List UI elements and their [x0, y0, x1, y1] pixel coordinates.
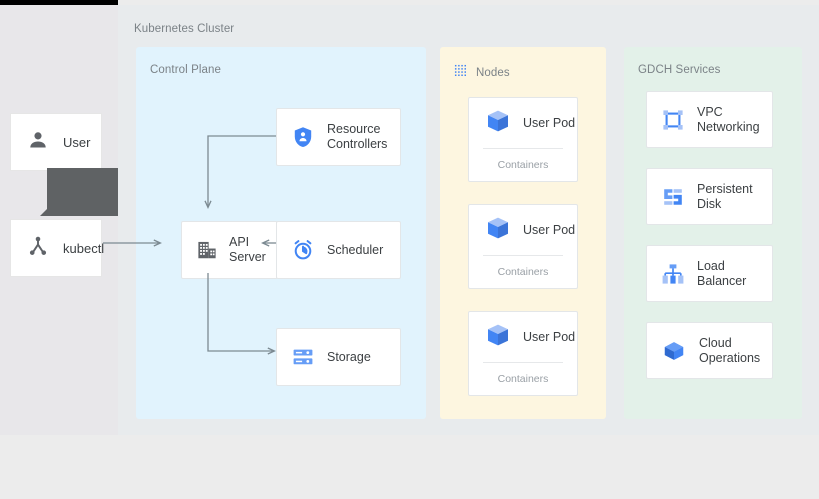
cube-icon	[485, 215, 511, 246]
building-icon	[196, 239, 218, 261]
pod-header: User Pod	[469, 312, 577, 362]
group-control-plane-label-row: Control Plane	[150, 64, 221, 76]
group-gdch-services-label: GDCH Services	[638, 64, 721, 76]
group-nodes-label: Nodes	[476, 67, 510, 79]
pod-label: User Pod	[523, 330, 576, 344]
pod-label: User Pod	[523, 223, 576, 237]
load-balancer-icon	[661, 262, 685, 286]
node-storage[interactable]: Storage	[276, 328, 401, 386]
pod-sublabel: Containers	[497, 266, 549, 278]
node-storage-label: Storage	[327, 349, 371, 364]
pod-card[interactable]: User Pod Containers	[468, 97, 578, 182]
pod-divider	[483, 255, 563, 256]
pod-sublabel: Containers	[497, 159, 549, 171]
entity-kubectl-label: kubectl	[63, 240, 105, 256]
node-scheduler-label: Scheduler	[327, 242, 384, 257]
pod-divider	[483, 148, 563, 149]
page-title: Kubernetes Cluster	[134, 23, 235, 35]
vpc-network-icon	[661, 108, 685, 132]
node-resource-controllers[interactable]: Resource Controllers	[276, 108, 401, 166]
entity-user-label: User	[63, 134, 91, 150]
pod-divider	[483, 362, 563, 363]
tooltip-pointer-icon	[40, 207, 49, 216]
service-cloud-operations-label: Cloud Operations	[699, 335, 761, 365]
service-vpc-networking-label: VPC Networking	[697, 104, 760, 134]
group-nodes: Nodes User Pod Containers	[440, 47, 606, 419]
group-nodes-label-row: Nodes	[454, 64, 510, 82]
group-control-plane: Control Plane Resource Controllers	[136, 47, 426, 419]
pod-header: User Pod	[469, 205, 577, 255]
pod-card[interactable]: User Pod Containers	[468, 311, 578, 396]
left-panel: User kubectl	[0, 5, 118, 435]
service-load-balancer[interactable]: Load Balancer	[646, 245, 773, 302]
service-persistent-disk[interactable]: Persistent Disk	[646, 168, 773, 225]
service-vpc-networking[interactable]: VPC Networking	[646, 91, 773, 148]
dotted-grid-icon	[454, 64, 469, 82]
group-control-plane-label: Control Plane	[150, 64, 221, 76]
group-gdch-services: GDCH Services VPC Networking	[624, 47, 802, 419]
user-icon	[27, 129, 49, 156]
node-api-server-label: API Server	[229, 235, 266, 264]
cloud-operations-icon	[661, 338, 687, 364]
node-scheduler[interactable]: Scheduler	[276, 221, 401, 279]
pod-sublabel: Containers	[497, 373, 549, 385]
entity-kubectl[interactable]: kubectl	[10, 219, 105, 277]
pod-card[interactable]: User Pod Containers	[468, 204, 578, 289]
diagram-canvas: Kubernetes Cluster Control Plane Resourc…	[118, 5, 819, 435]
cube-icon	[485, 108, 511, 139]
alarm-clock-icon	[291, 238, 315, 262]
server-rack-icon	[291, 345, 315, 369]
node-api-server[interactable]: API Server	[181, 221, 278, 279]
node-resource-controllers-label: Resource Controllers	[327, 122, 388, 151]
kubectl-share-icon	[27, 235, 49, 262]
persistent-disk-icon	[661, 185, 685, 209]
service-load-balancer-label: Load Balancer	[697, 258, 747, 288]
group-gdch-label-row: GDCH Services	[638, 64, 720, 76]
shield-person-icon	[291, 125, 315, 149]
pod-label: User Pod	[523, 116, 576, 130]
pod-header: User Pod	[469, 98, 577, 148]
tooltip-overlay	[47, 168, 124, 216]
entity-user[interactable]: User	[10, 113, 102, 171]
top-black-strip	[0, 0, 118, 5]
service-cloud-operations[interactable]: Cloud Operations	[646, 322, 773, 379]
service-persistent-disk-label: Persistent Disk	[697, 181, 753, 211]
cube-icon	[485, 322, 511, 353]
